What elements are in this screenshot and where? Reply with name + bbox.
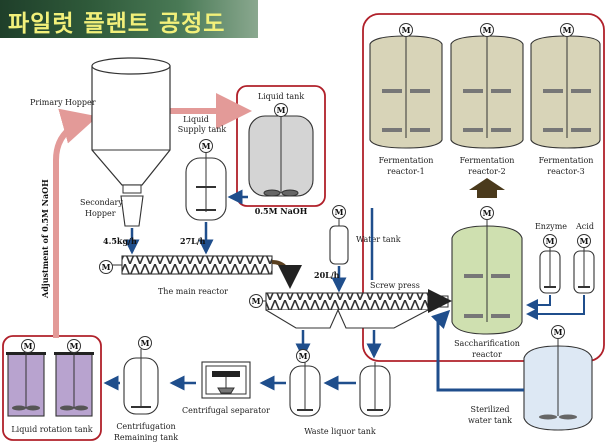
flow-enzyme-to-sacch bbox=[526, 295, 551, 311]
liquid-supply-label-1: Liquid bbox=[183, 115, 209, 124]
motor-icon bbox=[274, 103, 288, 117]
enzyme-label: Enzyme bbox=[535, 222, 567, 231]
motor-icon bbox=[249, 294, 263, 308]
liquid-tank-label: Liquid tank bbox=[258, 92, 305, 101]
motor-icon bbox=[199, 139, 213, 153]
fermentation-1-label-1: Fermentation bbox=[379, 156, 434, 165]
motor-symbol: M bbox=[141, 338, 150, 348]
fermentation-2-label-2: reactor-2 bbox=[468, 167, 505, 176]
motor-symbol: M bbox=[483, 208, 492, 218]
centrifugal-separator-label: Centrifugal separator bbox=[182, 406, 270, 415]
motor-symbol: M bbox=[563, 25, 572, 35]
liquid-rotation-label: Liquid rotation tank bbox=[11, 425, 92, 434]
motor-symbol: M bbox=[252, 296, 261, 306]
motor-symbol: M bbox=[546, 236, 555, 246]
primary-hopper bbox=[91, 57, 171, 194]
screw-press-label: Screw press bbox=[370, 281, 420, 290]
motor-icon bbox=[399, 23, 413, 37]
motor-symbol: M bbox=[580, 236, 589, 246]
motor-icon bbox=[296, 349, 310, 363]
fermentation-2-label-1: Fermentation bbox=[460, 156, 515, 165]
fermentation-reactor-2 bbox=[450, 35, 524, 149]
fermentation-1-label-2: reactor-1 bbox=[387, 167, 424, 176]
motor-symbol: M bbox=[483, 25, 492, 35]
diagram-title: 파일럿 플랜트 공정도 bbox=[8, 11, 226, 37]
motor-symbol: M bbox=[70, 341, 79, 351]
liquid-tank-frame bbox=[236, 85, 326, 207]
primary-hopper-label: Primary Hopper bbox=[30, 98, 96, 107]
motor-symbol: M bbox=[24, 341, 33, 351]
enzyme-tank bbox=[539, 247, 561, 294]
flow-sterilized-to-sacch bbox=[431, 309, 524, 392]
adjustment-label: Adjustment of 0.5M NaOH bbox=[40, 179, 50, 299]
waste-liquor-tank-2 bbox=[359, 362, 391, 417]
motor-symbol: M bbox=[402, 25, 411, 35]
main-reactor bbox=[112, 255, 273, 275]
water-tank-label: Water tank bbox=[356, 235, 401, 244]
saccharification-reactor bbox=[451, 219, 523, 335]
motor-icon bbox=[560, 23, 574, 37]
secondary-hopper-label-1: Secondary bbox=[80, 198, 123, 207]
motor-icon bbox=[99, 260, 113, 274]
centrifugal-separator bbox=[201, 361, 251, 399]
up-arrow-to-fermentation bbox=[469, 178, 505, 198]
motor-symbol: M bbox=[102, 262, 111, 272]
motor-symbol: M bbox=[335, 207, 344, 217]
flow-reactor-to-press bbox=[271, 260, 302, 289]
fermentation-reactor-1 bbox=[369, 35, 443, 149]
motor-icon bbox=[332, 205, 346, 219]
screw-press bbox=[262, 292, 449, 329]
centrifugation-label-2: Remaining tank bbox=[114, 433, 178, 442]
liquid-rotation-tank-2 bbox=[54, 350, 94, 417]
sterilized-label-1: Sterilized bbox=[471, 405, 510, 414]
main-reactor-label: The main reactor bbox=[158, 287, 228, 296]
secondary-hopper-label-2: Hopper bbox=[85, 209, 116, 218]
secondary-hopper bbox=[120, 195, 144, 227]
centrifugation-label-1: Centrifugation bbox=[116, 422, 175, 431]
motor-icon bbox=[480, 23, 494, 37]
saccharification-label-1: Saccharification bbox=[454, 339, 520, 348]
acid-tank bbox=[573, 247, 595, 294]
motor-symbol: M bbox=[299, 351, 308, 361]
fermentation-3-label-2: reactor-3 bbox=[547, 167, 584, 176]
motor-symbol: M bbox=[277, 105, 286, 115]
naoh-label: 0.5M NaOH bbox=[255, 206, 308, 216]
fermentation-frame bbox=[362, 13, 605, 362]
title-banner: 파일럿 플랜트 공정도 bbox=[0, 0, 258, 38]
fermentation-3-label-1: Fermentation bbox=[539, 156, 594, 165]
saccharification-label-2: reactor bbox=[472, 350, 502, 359]
flow-acid-to-sacch bbox=[526, 295, 585, 320]
sterilized-label-2: water tank bbox=[468, 416, 512, 425]
motor-icon bbox=[138, 336, 152, 350]
sterilized-water-tank bbox=[523, 338, 593, 431]
pink-flow-adjustment bbox=[53, 108, 98, 338]
motor-icon bbox=[577, 234, 591, 248]
naoh-liquid-tank bbox=[248, 115, 314, 197]
motor-symbol: M bbox=[202, 141, 211, 151]
liquid-rotation-tank-1 bbox=[6, 350, 46, 417]
liquid-supply-label-2: Supply tank bbox=[178, 125, 227, 134]
fermentation-reactor-3 bbox=[530, 35, 601, 149]
flow-20-label: 20L/h bbox=[314, 270, 340, 280]
motor-icon bbox=[551, 325, 565, 339]
motor-icon bbox=[543, 234, 557, 248]
motor-icon bbox=[21, 339, 35, 353]
waste-liquor-label: Waste liquor tank bbox=[304, 427, 376, 436]
feed-rate-label: 4.5kg/h bbox=[103, 236, 137, 246]
motor-icon bbox=[67, 339, 81, 353]
rotation-tank-frame bbox=[2, 335, 102, 441]
motor-icon bbox=[480, 206, 494, 220]
acid-label: Acid bbox=[575, 222, 594, 231]
water-tank bbox=[329, 225, 349, 265]
motor-symbol: M bbox=[554, 327, 563, 337]
flow-27-label: 27L/h bbox=[180, 236, 206, 246]
liquid-supply-tank bbox=[185, 151, 227, 221]
waste-liquor-tank-1 bbox=[289, 362, 321, 417]
centrifugation-remaining-tank bbox=[123, 349, 159, 415]
